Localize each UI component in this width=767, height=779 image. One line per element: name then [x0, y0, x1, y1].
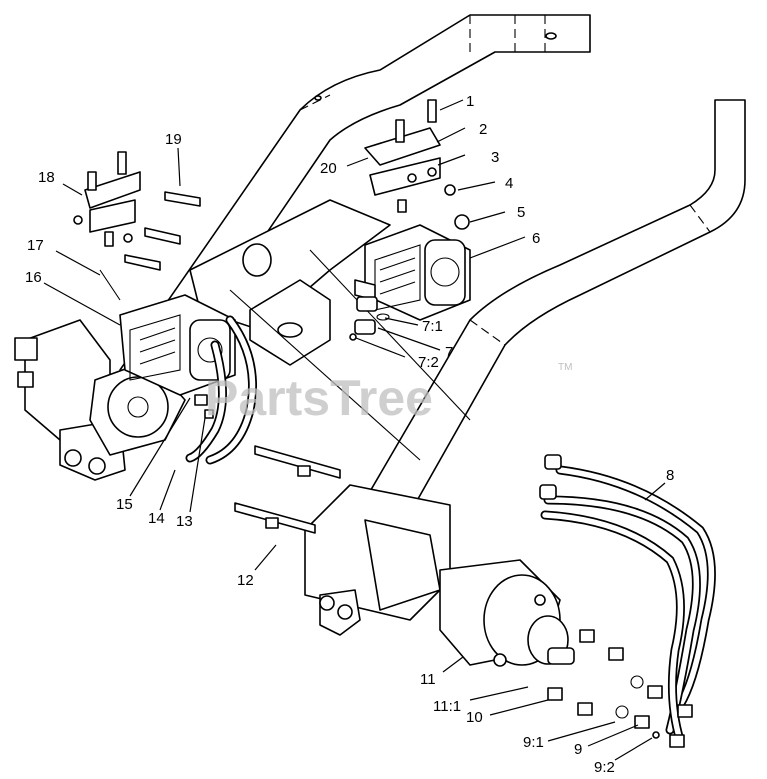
callout-11: 11	[420, 671, 436, 688]
callout-1: 1	[466, 93, 474, 110]
callout-20: 20	[320, 160, 337, 177]
right-pump-assembly	[349, 214, 471, 341]
callout-3: 3	[491, 149, 499, 166]
callout-9-2: 9:2	[594, 759, 615, 776]
watermark-text: PartsTree	[205, 370, 433, 426]
leader-lines	[43, 99, 666, 761]
callouts: 1 2 3 4 5 6 7 7:1 7:2 8 9 9:1 9:2 10 11 …	[25, 93, 674, 776]
frame-rail-right	[329, 99, 746, 576]
callout-8: 8	[666, 467, 674, 484]
callout-5: 5	[517, 204, 525, 221]
bracket-left	[73, 151, 201, 301]
bolts	[234, 445, 341, 534]
callout-9: 9	[574, 741, 582, 758]
callout-7-1: 7:1	[422, 318, 443, 335]
left-pump-assembly	[14, 294, 236, 481]
callout-17: 17	[27, 237, 44, 254]
callout-4: 4	[505, 175, 513, 192]
callout-19: 19	[165, 131, 182, 148]
motor-fittings	[547, 629, 663, 739]
mounting-plate	[189, 199, 471, 461]
callout-6: 6	[532, 230, 540, 247]
wheel-motor-assembly	[304, 484, 575, 667]
callout-15: 15	[116, 496, 133, 513]
motor-hoses	[539, 454, 716, 748]
callout-7-2: 7:2	[418, 354, 439, 371]
callout-10: 10	[466, 709, 483, 726]
left-pump-hoses	[185, 315, 257, 465]
callout-9-1: 9:1	[523, 734, 544, 751]
callout-13: 13	[176, 513, 193, 530]
watermark-trademark: TM	[558, 362, 572, 373]
callout-12: 12	[237, 572, 254, 589]
callout-14: 14	[148, 510, 165, 527]
bracket-right	[364, 99, 456, 213]
callout-11-1: 11:1	[433, 698, 461, 715]
fitting-left	[194, 394, 214, 419]
callout-2: 2	[479, 121, 487, 138]
callout-18: 18	[38, 169, 55, 186]
callout-7: 7	[445, 344, 453, 361]
callout-16: 16	[25, 269, 42, 286]
